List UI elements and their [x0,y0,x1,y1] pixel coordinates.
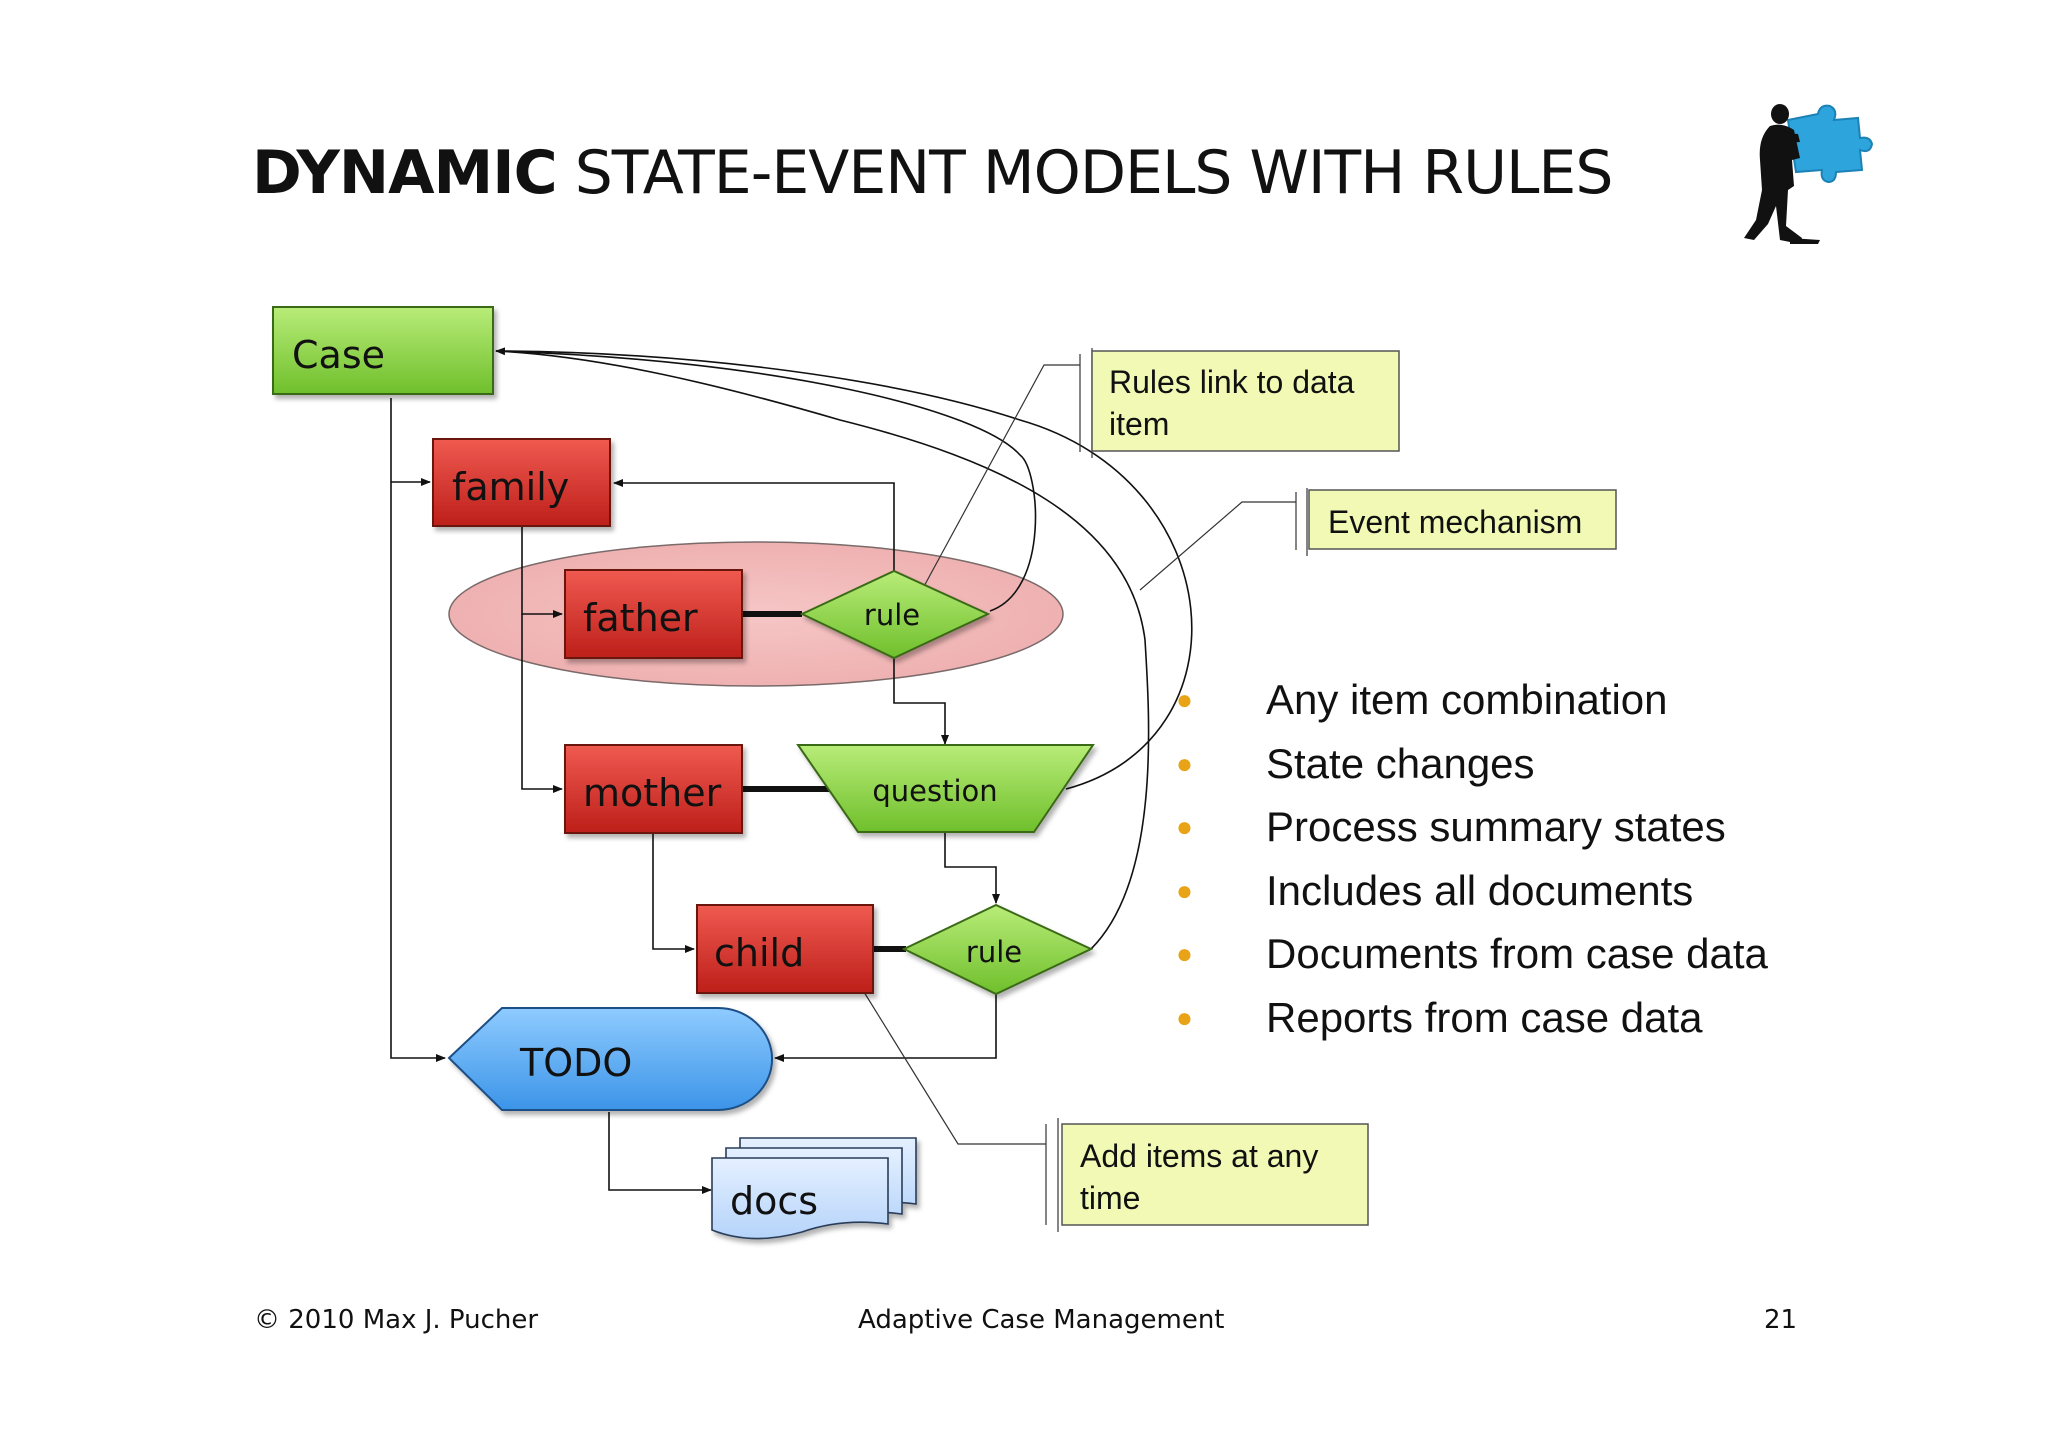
bullet-dot-icon: ● [1176,684,1193,715]
node-father-label: father [583,596,698,640]
bullet-dot-icon: ● [1176,1001,1193,1033]
callout-event-mechanism-text: Event mechanism [1328,504,1582,540]
node-case-label: Case [292,333,385,377]
logo-puzzle-man-icon [1744,104,1874,244]
connector-lines [390,347,1193,1194]
callout-rules-link-line-2: item [1109,406,1169,442]
node-child-label: child [714,931,804,975]
bullet-text: State changes [1266,739,1535,787]
node-father [564,569,743,659]
node-todo [447,1007,774,1111]
edge-rule-question [893,658,949,745]
footer-page-number: 21 [1764,1305,1798,1335]
node-docs-label: docs [730,1179,818,1223]
callout-add-items-line-2: time [1080,1180,1140,1216]
node-question [796,744,1095,833]
callout-event-mechanism: Event mechanism [1308,489,1617,550]
bullet-list: ● Any item combination ● State changes ● Pr… [1176,668,1768,1049]
bullet-item: ● Documents from case data [1176,922,1768,986]
node-rule-2-label: rule [966,935,1022,969]
bullet-dot-icon: ● [1176,747,1193,779]
node-rule-1 [799,569,991,660]
node-mother-label: mother [583,771,722,815]
node-family-label: family [452,465,569,509]
footer-copyright: © 2010 Max J. Pucher [254,1305,539,1335]
node-todo-label: TODO [519,1041,632,1085]
slide-title: DYNAMIC STATE-EVENT MODELS WITH RULES [252,138,1614,208]
edge-rule-family [613,479,895,571]
node-mother [564,744,743,834]
edge-rule2-todo [774,994,997,1062]
node-case [272,306,494,395]
title-bold: DYNAMIC [252,138,558,208]
callout-rules-link: Rules link to data item [1091,350,1400,452]
bullet-item: ● Process summary states [1176,795,1768,859]
bullet-text: Documents from case data [1266,930,1768,977]
node-rule-2 [901,903,1094,996]
node-child [696,904,874,994]
bullet-dot-icon: ● [1176,874,1193,906]
bullet-item: ● Any item combination [1176,668,1768,732]
edge-todo-docs [608,1112,712,1194]
footer-title: Adaptive Case Management [858,1305,1225,1335]
bullet-text: Any item combination [1266,676,1668,723]
bullet-item: ● State changes [1176,732,1768,796]
bullet-text: Reports from case data [1266,993,1703,1041]
edge-question-rule2 [944,832,1000,904]
callout-rules-link-line-1: Rules link to data [1109,364,1355,400]
edge-question-case [495,350,1193,790]
title-rest: STATE-EVENT MODELS WITH RULES [574,138,1614,208]
edge-case-todo [390,398,446,1062]
bullet-text: Process summary states [1266,803,1726,850]
callout-add-items-line-1: Add items at any [1080,1138,1318,1174]
edge-mother-child [652,834,695,953]
node-docs [711,1137,917,1240]
bullet-dot-icon: ● [1176,938,1193,969]
edge-rule2-case [495,350,1150,950]
callout-add-items: Add items at any time [1061,1123,1369,1226]
node-rule-1-label: rule [864,598,920,632]
edge-family-mother [521,614,563,793]
bullet-text: Includes all documents [1266,866,1694,914]
node-question-label: question [872,774,997,808]
bullet-item: ● Includes all documents [1176,859,1768,923]
edge-rule1-case [495,347,1037,612]
node-family [432,438,611,527]
bullet-item: ● Reports from case data [1176,986,1768,1050]
bullet-dot-icon: ● [1176,811,1193,842]
